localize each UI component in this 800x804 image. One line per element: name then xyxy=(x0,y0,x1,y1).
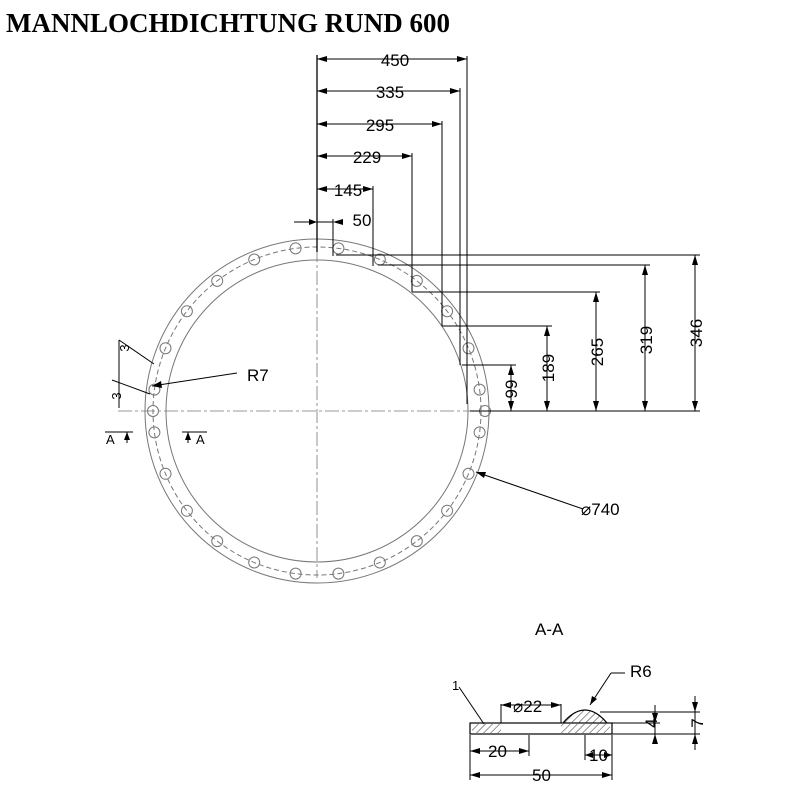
bolt-hole xyxy=(473,383,486,396)
dim-20: 20 xyxy=(488,742,507,761)
dim-450: 450 xyxy=(381,51,409,70)
bolt-hole xyxy=(211,535,224,548)
dim-335: 335 xyxy=(376,83,404,102)
bolt-hole xyxy=(289,567,302,580)
horizontal-dimensions: 450 335 295 229 145 xyxy=(317,51,468,404)
top-view: 450 335 295 229 145 xyxy=(105,51,706,584)
dim-229: 229 xyxy=(353,148,381,167)
bolt-hole xyxy=(248,253,261,266)
dim-189: 189 xyxy=(539,354,558,382)
dim-319: 319 xyxy=(637,326,656,354)
bolt-hole xyxy=(147,405,159,417)
dim-10: 10 xyxy=(589,746,608,765)
inner-ring-circle xyxy=(165,259,469,563)
bolt-hole xyxy=(159,467,172,480)
hole-dim-label: ⌀22 xyxy=(513,697,542,716)
section-marker-left: A xyxy=(105,431,133,447)
r7-label: R7 xyxy=(247,366,269,385)
bolt-hole xyxy=(289,242,302,255)
bolt-hole xyxy=(462,467,475,480)
bolt-hole xyxy=(373,556,386,569)
dim-7: 7 xyxy=(688,718,707,727)
bolt-hole xyxy=(410,535,423,548)
gasket-bead xyxy=(562,709,608,724)
dim-50-section: 50 xyxy=(532,766,551,785)
bolt-hole xyxy=(473,426,486,439)
r7-leader xyxy=(151,372,238,387)
gasket-profile xyxy=(469,722,613,735)
small-dim-3-top: 3 xyxy=(117,344,132,351)
bolt-hole xyxy=(462,342,475,355)
bolt-hole xyxy=(148,426,161,439)
section-title: A-A xyxy=(535,620,564,639)
small-dim-3-bottom: 3 xyxy=(109,392,124,399)
bolt-hole xyxy=(180,305,193,318)
bolt-hole xyxy=(211,274,224,287)
dim-4: 4 xyxy=(642,718,661,727)
r6-label: R6 xyxy=(630,662,652,681)
section-marker-right-label: A xyxy=(196,432,205,447)
bolt-hole xyxy=(148,383,161,396)
bolt-hole xyxy=(248,556,261,569)
bolt-hole xyxy=(180,504,193,517)
bolt-hole xyxy=(332,567,345,580)
section-marker-left-label: A xyxy=(106,432,115,447)
dim-50: 50 xyxy=(353,211,372,230)
drawing-title: MANNLOCHDICHTUNG RUND 600 xyxy=(6,8,450,38)
section-marker-right: A xyxy=(182,431,207,447)
dim-265: 265 xyxy=(588,338,607,366)
item-number: 1 xyxy=(452,678,459,693)
dim-145: 145 xyxy=(334,181,362,200)
section-view: A-A 1 ⌀22 R6 20 10 xyxy=(452,620,707,785)
diameter-leader xyxy=(475,471,584,510)
vertical-dimensions: 346 319 265 189 99 xyxy=(336,254,706,412)
diameter-label: ⌀740 xyxy=(581,500,620,519)
bolt-hole xyxy=(410,274,423,287)
dim-99: 99 xyxy=(502,380,521,399)
bolt-hole xyxy=(159,342,172,355)
bolt-holes xyxy=(147,242,491,580)
bolt-hole xyxy=(441,504,454,517)
dim-346: 346 xyxy=(687,319,706,347)
dim-295: 295 xyxy=(366,116,394,135)
